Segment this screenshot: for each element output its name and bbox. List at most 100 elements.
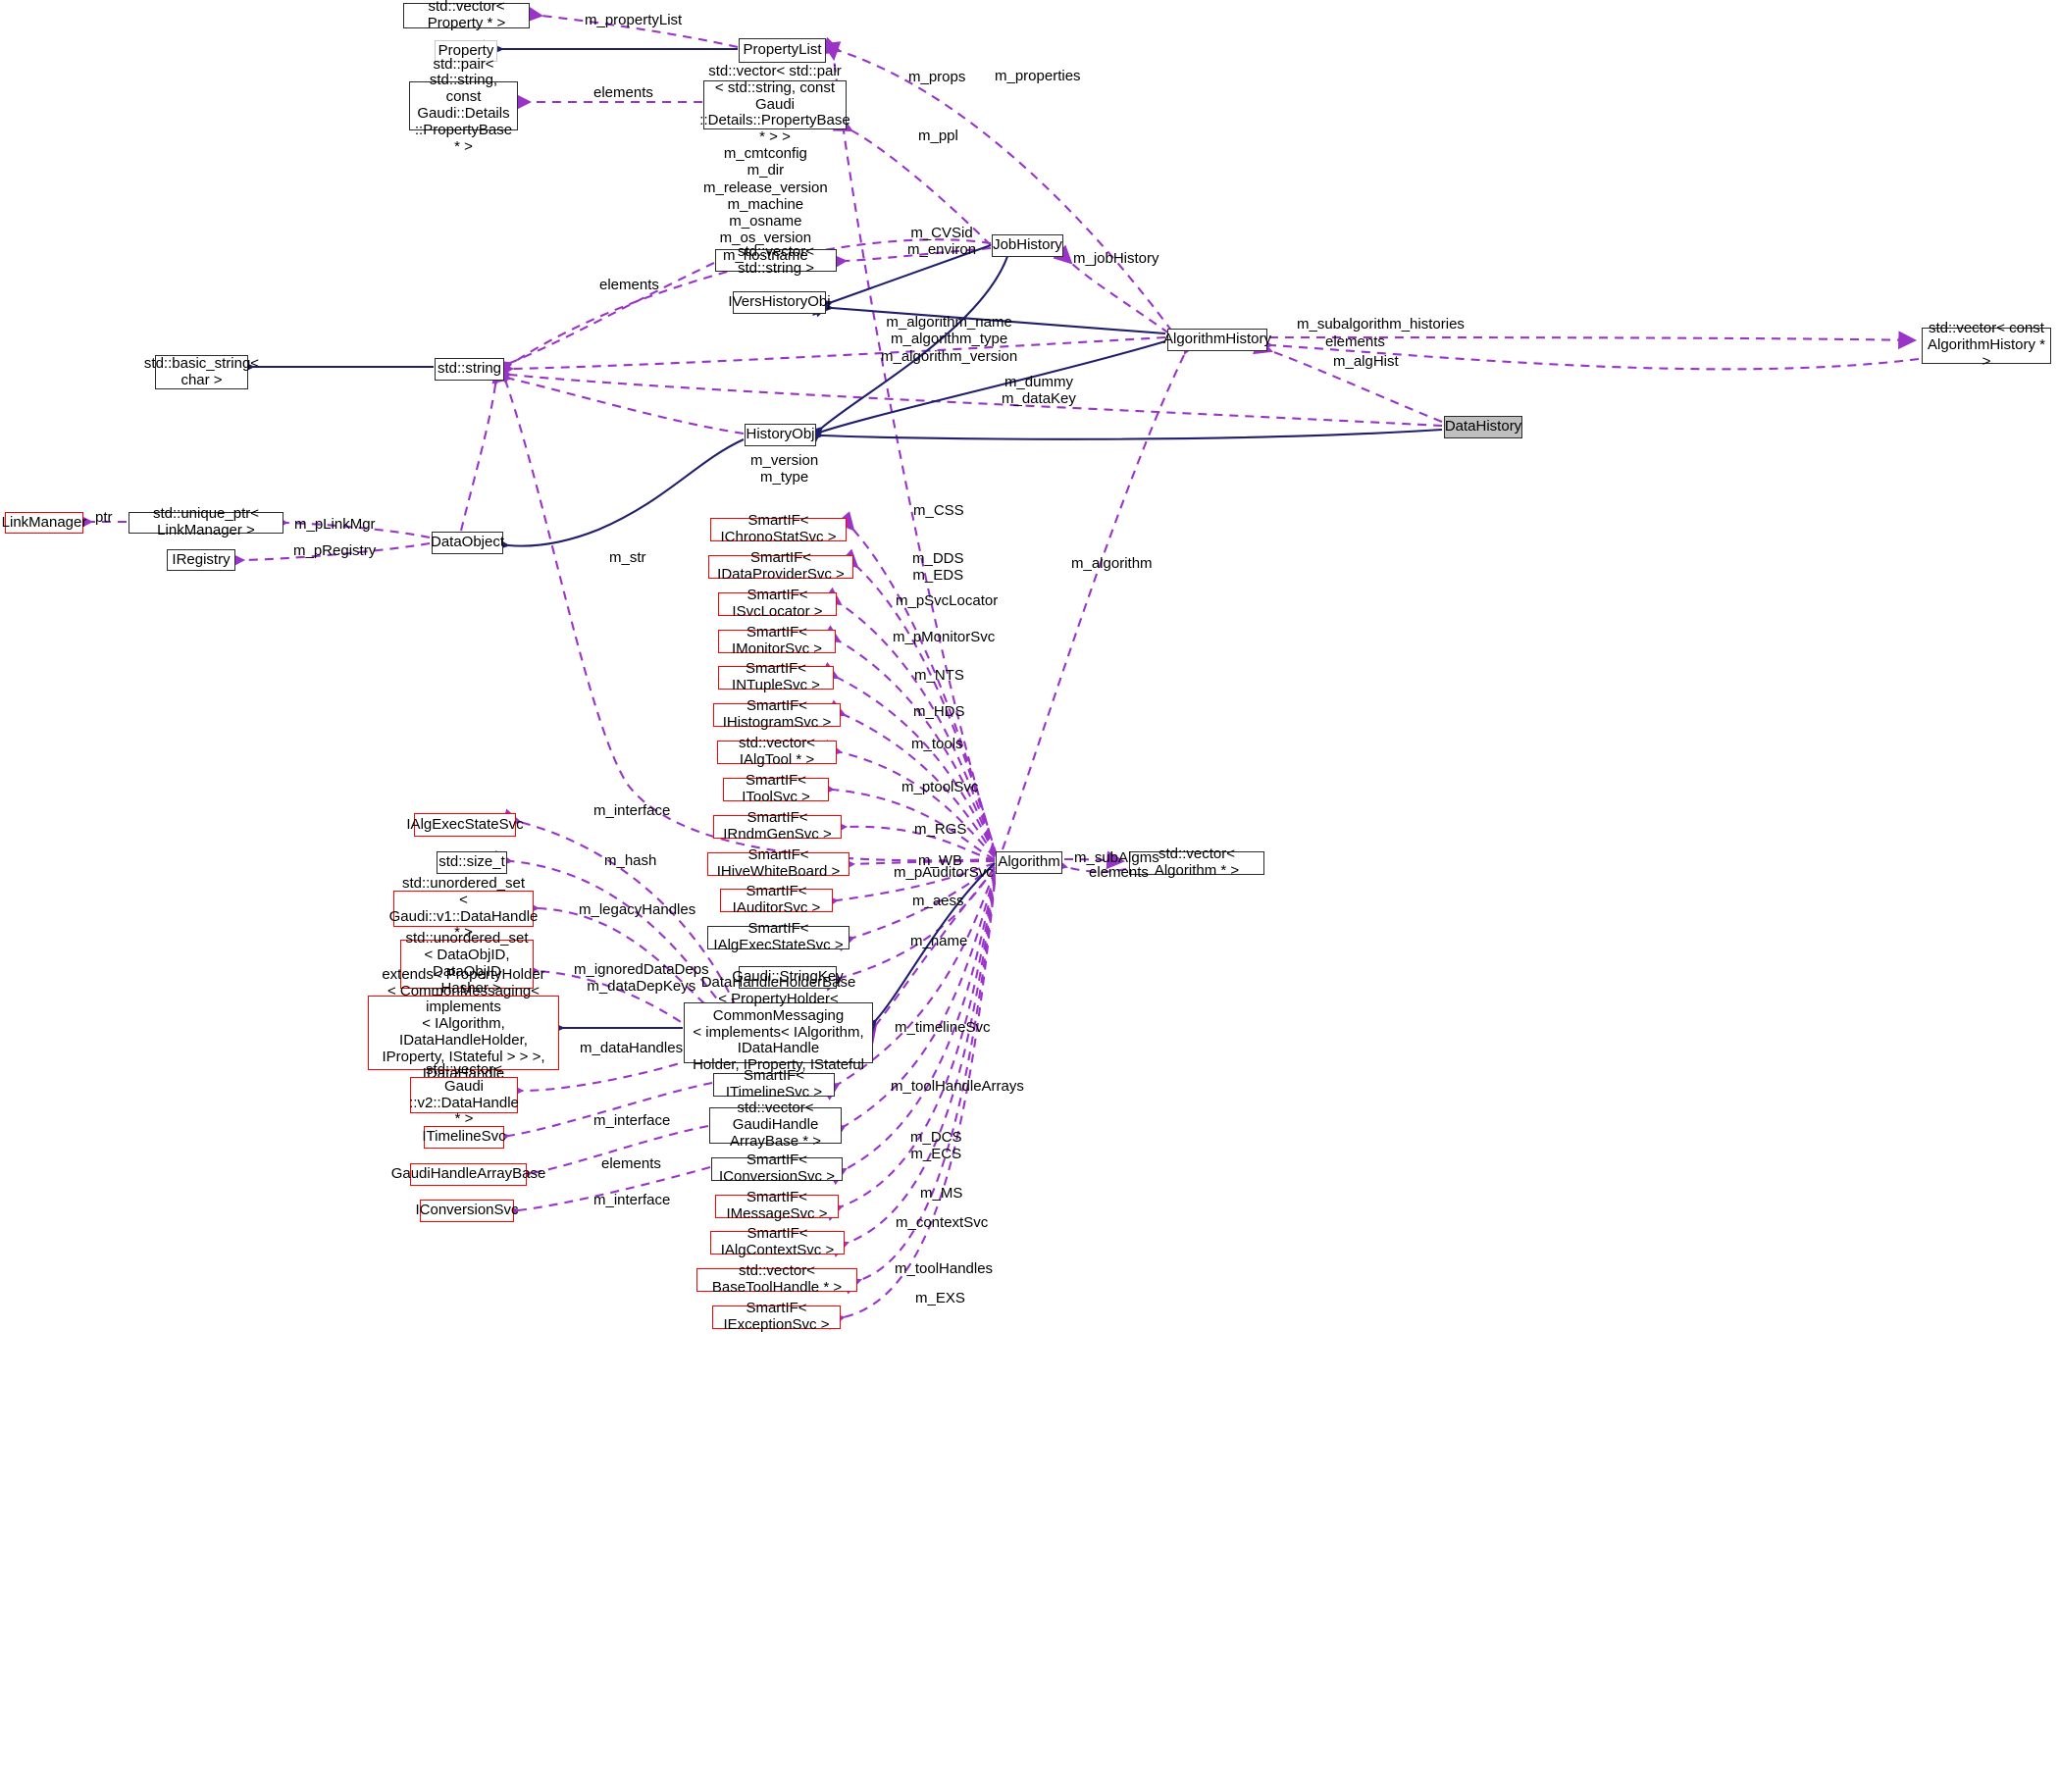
edge-label-m_interface_1: m_interface — [593, 802, 671, 819]
class-node-gaudi_stringkey[interactable]: Gaudi::StringKey — [732, 966, 844, 989]
class-node-vec_basetoolhandle[interactable]: std::vector< BaseToolHandle * > — [696, 1262, 857, 1296]
class-node-sif_ihivewb[interactable]: SmartIF< IHiveWhiteBoard > — [707, 846, 849, 880]
edge-label-m_CSS: m_CSS — [913, 502, 964, 519]
class-node-vec_gaudi_v2[interactable]: std::vector< Gaudi ::v2::DataHandle * > — [409, 1061, 519, 1127]
class-node-sif_iexception[interactable]: SmartIF< IExceptionSvc > — [712, 1300, 841, 1333]
class-node-sif_itimeline[interactable]: SmartIF< ITimelineSvc > — [713, 1067, 835, 1101]
class-node-label: PropertyList — [743, 41, 822, 59]
class-node-std_size_t[interactable]: std::size_t — [437, 851, 507, 874]
class-node-property[interactable]: Property — [435, 40, 497, 62]
class-node-vec_ialgtool[interactable]: std::vector< IAlgTool * > — [717, 735, 837, 768]
class-node-jobhistory[interactable]: JobHistory — [992, 234, 1063, 257]
class-node-iregistry[interactable]: IRegistry — [167, 549, 235, 571]
edge-label-ptr: ptr — [95, 509, 113, 526]
class-node-sif_ialgcontext[interactable]: SmartIF< IAlgContextSvc > — [710, 1225, 845, 1258]
class-node-sif_irndmgen[interactable]: SmartIF< IRndmGenSvc > — [713, 809, 842, 843]
class-node-label: std::vector< Property * > — [427, 0, 506, 31]
class-node-datahistory[interactable]: DataHistory — [1444, 416, 1522, 438]
class-node-label: DataHistory — [1444, 418, 1522, 435]
class-node-vec_algorithm[interactable]: std::vector< Algorithm * > — [1129, 845, 1264, 879]
edge-label-m_ppl: m_ppl — [918, 128, 958, 144]
class-node-sif_itool[interactable]: SmartIF< IToolSvc > — [723, 772, 829, 805]
class-node-vec_string[interactable]: std::vector< std::string > — [715, 243, 837, 276]
class-node-itimelinesvc[interactable]: ITimelineSvc — [422, 1126, 506, 1149]
class-node-label: std::vector< Gaudi ::v2::DataHandle * > — [409, 1060, 519, 1128]
class-node-label: std::vector< GaudiHandle ArrayBase * > — [730, 1100, 821, 1150]
edge-label-elements_3: elements — [1325, 333, 1385, 350]
class-node-dataobject[interactable]: DataObject — [431, 532, 504, 554]
class-node-algorithmhistory[interactable]: AlgorithmHistory — [1163, 329, 1271, 351]
class-node-uniqueptr_lm[interactable]: std::unique_ptr< LinkManager > — [129, 505, 283, 538]
edge-label-m_subalgorithm_histories: m_subalgorithm_histories — [1297, 316, 1465, 333]
class-node-uoset_v1handle[interactable]: std::unordered_set < Gaudi::v1::DataHand… — [389, 875, 539, 941]
class-node-label: std::string — [437, 360, 502, 378]
class-node-sif_idataprovider[interactable]: SmartIF< IDataProviderSvc > — [708, 549, 853, 583]
class-node-vec_gaudihandlearr[interactable]: std::vector< GaudiHandle ArrayBase * > — [709, 1100, 842, 1150]
class-node-label: std::size_t — [438, 853, 505, 871]
class-node-iconversionsvc[interactable]: IConversionSvc — [415, 1200, 519, 1222]
class-node-sif_iconversion[interactable]: SmartIF< IConversionSvc > — [711, 1152, 843, 1185]
class-node-basic_string[interactable]: std::basic_string< char > — [144, 355, 259, 389]
edge-label-m_RGS: m_RGS — [914, 821, 967, 838]
class-node-iversshistoryobj[interactable]: IVersHistoryObj — [728, 291, 831, 314]
class-node-label: std::pair< std::string, const Gaudi::Det… — [414, 55, 513, 155]
class-node-vec_const_alghist[interactable]: std::vector< const AlgorithmHistory * > — [1922, 320, 2051, 370]
edge-label-m_legacyHandles: m_legacyHandles — [579, 901, 696, 918]
class-node-label: HistoryObj — [746, 426, 815, 443]
class-node-vec_property[interactable]: std::vector< Property * > — [403, 0, 530, 31]
edge-label-m_algHist: m_algHist — [1333, 353, 1399, 370]
class-node-label: std::vector< std::pair < std::string, co… — [699, 63, 850, 146]
class-node-label: std::unordered_set < Gaudi::v1::DataHand… — [388, 874, 539, 942]
class-node-historyobj[interactable]: HistoryObj — [745, 424, 816, 446]
class-node-sif_imessage[interactable]: SmartIF< IMessageSvc > — [715, 1189, 839, 1222]
class-node-sif_isvclocator[interactable]: SmartIF< ISvcLocator > — [718, 587, 837, 620]
edge-label-m_CVSid: m_CVSid m_environ — [907, 225, 977, 259]
edge-label-m_WB: m_WB — [918, 852, 962, 869]
class-node-sif_iauditor[interactable]: SmartIF< IAuditorSvc > — [720, 883, 833, 916]
edge-label-m_ptoolSvc: m_ptoolSvc — [901, 779, 979, 795]
edge-label-m_interface_3: m_interface — [593, 1192, 671, 1208]
class-node-sif_imonitor[interactable]: SmartIF< IMonitorSvc > — [718, 624, 836, 657]
class-node-label: AlgorithmHistory — [1162, 331, 1272, 348]
edge-label-m_toolHandleArrays: m_toolHandleArrays — [891, 1078, 1024, 1095]
edge-label-m_toolHandles: m_toolHandles — [895, 1260, 994, 1277]
edge-label-m_name: m_name — [910, 933, 968, 949]
class-node-std_string[interactable]: std::string — [435, 358, 504, 381]
class-node-label: SmartIF< ISvcLocator > — [732, 587, 823, 620]
class-node-label: SmartIF< IDataProviderSvc > — [717, 549, 845, 583]
edge-label-m_pMonitorSvc: m_pMonitorSvc — [893, 629, 996, 645]
class-node-label: SmartIF< IToolSvc > — [742, 772, 810, 805]
class-node-sif_ihistogram[interactable]: SmartIF< IHistogramSvc > — [713, 697, 841, 731]
class-node-datahandleholderbase[interactable]: DataHandleHolderBase < PropertyHolder< C… — [684, 974, 873, 1090]
class-node-sif_ichronostat[interactable]: SmartIF< IChronoStatSvc > — [710, 512, 847, 545]
class-node-vec_pair[interactable]: std::vector< std::pair < std::string, co… — [699, 63, 849, 145]
class-node-label: std::unordered_set < DataObjID, DataObjI… — [405, 930, 529, 997]
class-node-sif_intuple[interactable]: SmartIF< INTupleSvc > — [718, 660, 834, 693]
class-node-extends_propholder[interactable]: extends< PropertyHolder < CommonMessagin… — [368, 966, 559, 1098]
class-node-linkmanager[interactable]: LinkManager — [2, 512, 86, 534]
class-node-label: std::basic_string< char > — [143, 354, 260, 388]
class-node-label: Gaudi::StringKey — [732, 968, 844, 986]
class-node-sif_ialgexecstate[interactable]: SmartIF< IAlgExecStateSvc > — [707, 920, 849, 953]
class-node-label: Property — [438, 41, 494, 59]
class-node-algorithm[interactable]: Algorithm — [996, 851, 1062, 874]
edge-label-m_DCS: m_DCS m_ECS — [910, 1129, 962, 1163]
class-node-uoset_dataobjid[interactable]: std::unordered_set < DataObjID, DataObjI… — [400, 930, 534, 997]
edge-label-m_MS: m_MS — [920, 1185, 963, 1202]
edge-label-m_ignoredDataDeps: m_ignoredDataDeps m_dataDepKeys — [574, 961, 709, 996]
class-node-label: SmartIF< IChronoStatSvc > — [720, 512, 837, 545]
class-node-gaudihandlearraybase[interactable]: GaudiHandleArrayBase — [391, 1163, 545, 1186]
class-node-propertylist[interactable]: PropertyList — [739, 38, 826, 63]
class-node-label: IConversionSvc — [415, 1202, 519, 1219]
edge-label-m_dataHandles: m_dataHandles — [580, 1040, 684, 1056]
edge-label-m_DDS: m_DDS m_EDS — [912, 550, 964, 585]
class-node-ialgexecstatesvc[interactable]: IAlgExecStateSvc — [406, 813, 524, 837]
edge-label-elements_5: elements — [601, 1155, 661, 1172]
class-node-label: Algorithm — [998, 853, 1060, 871]
class-node-label: IRegistry — [172, 550, 231, 568]
edge-label-elements_2: elements — [599, 277, 659, 293]
edge-label-m_dummy: m_dummy m_dataKey — [1002, 374, 1076, 408]
class-node-pair_str_propbase[interactable]: std::pair< std::string, const Gaudi::Det… — [409, 56, 518, 154]
edge-label-elements_1: elements — [593, 84, 653, 101]
class-node-label: std::vector< BaseToolHandle * > — [711, 1262, 843, 1296]
